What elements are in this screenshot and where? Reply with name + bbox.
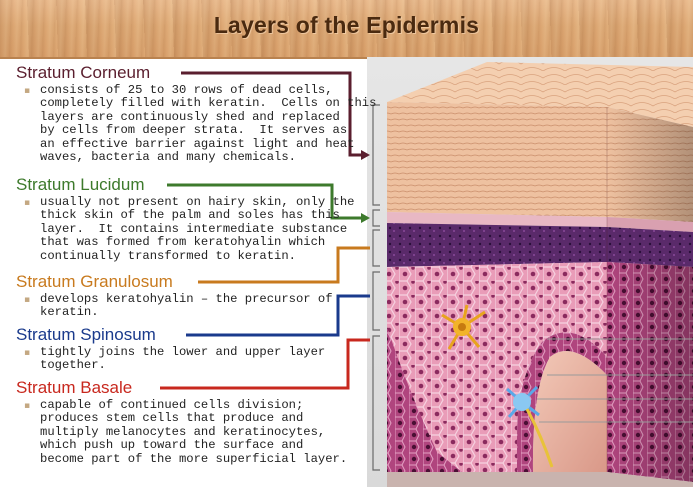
bullet-icon: ▪ (24, 295, 31, 305)
block-bottom (387, 472, 693, 487)
skin-surface (387, 62, 693, 127)
spinosum-layer-illustration (387, 262, 607, 472)
bullet-icon: ▪ (24, 86, 31, 96)
granulosum-layer-illustration (387, 223, 607, 267)
page-title: Layers of the Epidermis (213, 12, 480, 38)
desc-stratum-basale: capable of continued cells division; pro… (40, 398, 348, 466)
dermal-papilla (532, 351, 607, 472)
lucidum-layer-illustration (387, 212, 607, 227)
bullet-icon: ▪ (24, 401, 31, 411)
basale-layer-illustration (387, 327, 462, 472)
skin-block-illustration (387, 62, 693, 487)
lower-side-shading (607, 262, 693, 482)
bullet-icon: ▪ (24, 348, 31, 358)
corneum-layer-illustration (387, 102, 607, 217)
desc-stratum-spinosum: tightly joins the lower and upper layer … (40, 345, 326, 373)
melanocyte-cell (441, 304, 486, 350)
basale-ridge-illustration (517, 332, 607, 472)
heading-stratum-basale: Stratum Basale (16, 378, 133, 397)
granulosum-side-illustration (607, 227, 693, 267)
heading-stratum-corneum: Stratum Corneum (16, 63, 151, 82)
side-shading (607, 107, 693, 222)
title-banner: Layers of the Epidermis (0, 0, 693, 59)
desc-stratum-lucidum: usually not present on hairy skin, only … (40, 195, 355, 263)
desc-stratum-granulosum: develops keratohyalin – the precursor of… (40, 292, 333, 320)
bullet-icon: ▪ (24, 198, 31, 208)
heading-stratum-lucidum: Stratum Lucidum (16, 175, 145, 194)
heading-stratum-granulosum: Stratum Granulosum (16, 272, 173, 291)
heading-stratum-spinosum: Stratum Spinosum (16, 325, 156, 344)
desc-stratum-corneum: consists of 25 to 30 rows of dead cells,… (40, 83, 377, 165)
merkel-cell (506, 385, 554, 468)
